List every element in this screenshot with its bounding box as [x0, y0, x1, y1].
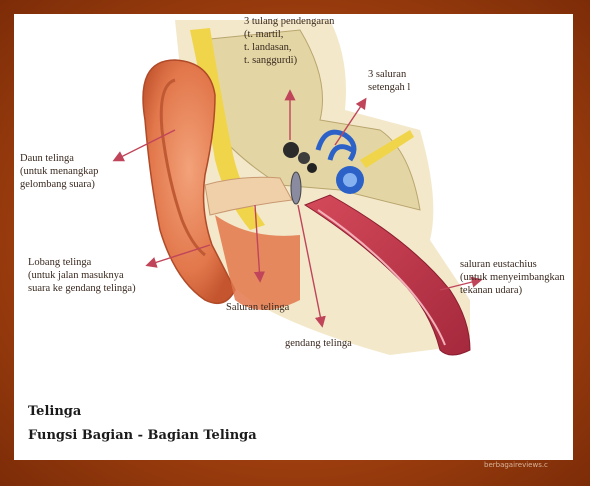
label-eustachian-line-1: saluran eustachius	[460, 258, 565, 271]
label-pinna-line-1: Daun telinga	[20, 152, 98, 165]
label-ear-hole-line-2: (untuk jalan masuknya	[28, 269, 136, 282]
label-canals: 3 saluran setengah l	[368, 68, 410, 94]
cochlea-core	[343, 173, 357, 187]
ossicle-stapes	[307, 163, 317, 173]
watermark: berbagaireviews.c	[484, 461, 548, 469]
label-pinna: Daun telinga (untuk menangkap gelombang …	[20, 152, 98, 191]
label-eustachian: saluran eustachius (untuk menyeimbangkan…	[460, 258, 565, 297]
caption-subtitle: Fungsi Bagian - Bagian Telinga	[28, 428, 257, 443]
label-canals-line-2: setengah l	[368, 81, 410, 94]
label-pinna-line-3: gelombang suara)	[20, 178, 98, 191]
label-ear-hole-line-3: suara ke gendang telinga)	[28, 282, 136, 295]
label-ossicles-line-1: 3 tulang pendengaran	[244, 15, 334, 28]
label-ear-hole: Lobang telinga (untuk jalan masuknya sua…	[28, 256, 136, 295]
label-ossicles-line-4: t. sanggurdi)	[244, 54, 334, 67]
caption-title: Telinga	[28, 404, 81, 419]
label-pinna-line-2: (untuk menangkap	[20, 165, 98, 178]
label-ossicles-line-2: (t. martil,	[244, 28, 334, 41]
label-eustachian-line-3: tekanan udara)	[460, 284, 565, 297]
eardrum-shape	[291, 172, 301, 204]
label-ossicles: 3 tulang pendengaran (t. martil, t. land…	[244, 15, 334, 67]
label-ossicles-line-3: t. landasan,	[244, 41, 334, 54]
ossicle-malleus	[283, 142, 299, 158]
label-ear-hole-line-1: Lobang telinga	[28, 256, 136, 269]
label-ear-canal: Saluran telinga	[226, 301, 289, 314]
label-eardrum: gendang telinga	[285, 337, 352, 350]
ossicle-incus	[298, 152, 310, 164]
label-eustachian-line-2: (untuk menyeimbangkan	[460, 271, 565, 284]
label-canals-line-1: 3 saluran	[368, 68, 410, 81]
